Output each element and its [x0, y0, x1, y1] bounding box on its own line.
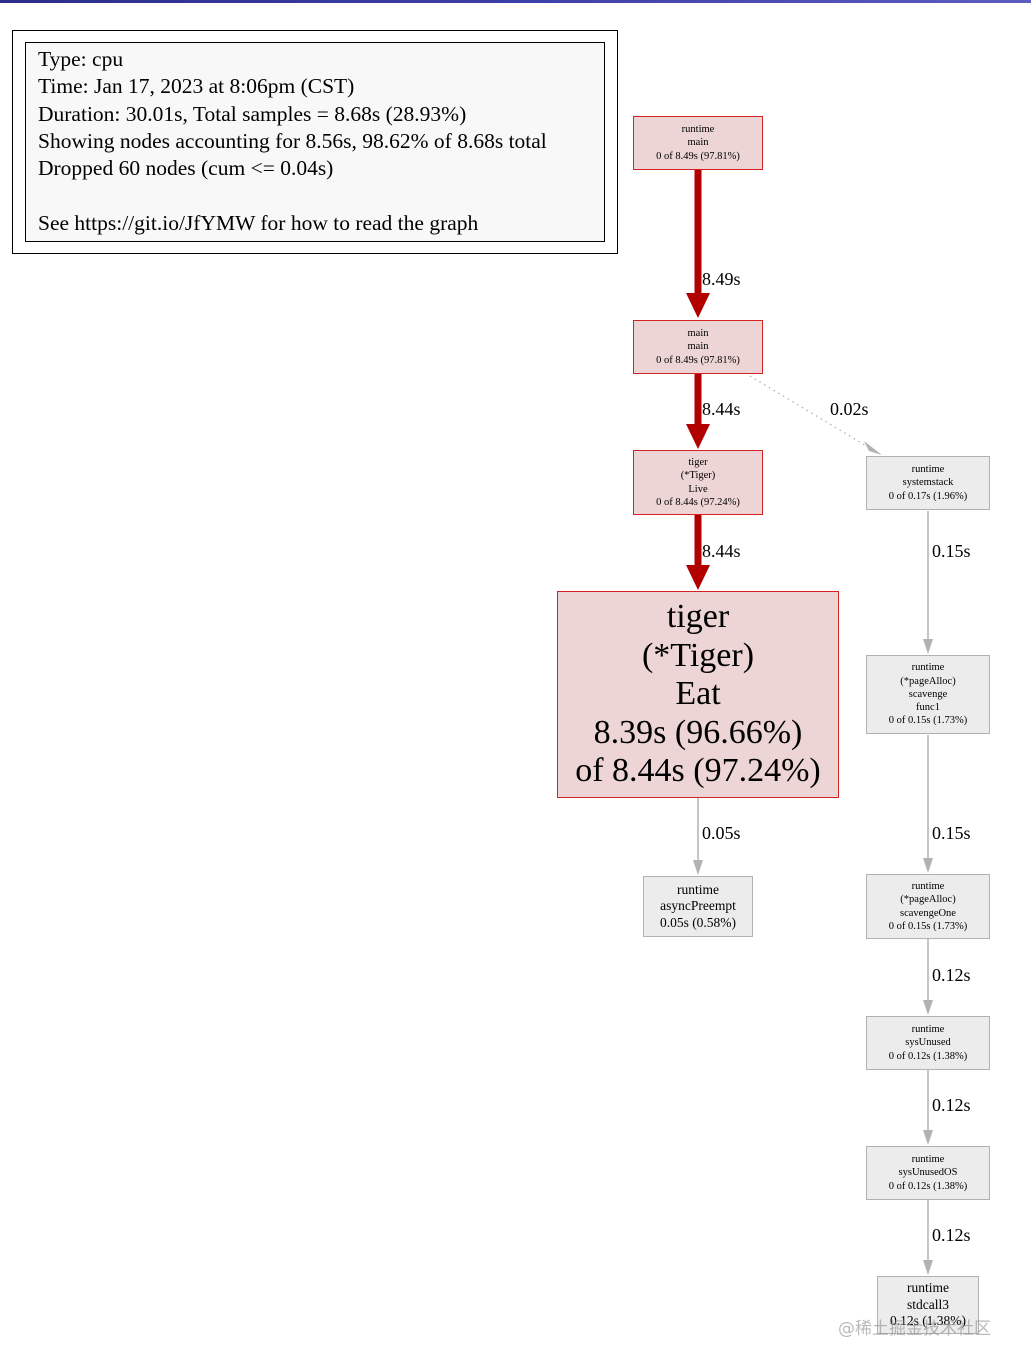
- node-function: Eat: [675, 675, 721, 713]
- legend-line-type: Type: cpu: [38, 47, 124, 71]
- node-function: scavenge: [908, 688, 948, 700]
- node-sys-unused-os[interactable]: runtime sysUnusedOS 0 of 0.12s (1.38%): [866, 1146, 990, 1200]
- node-cost: 0 of 0.15s (1.73%): [888, 715, 968, 727]
- node-scavenge-func1[interactable]: runtime (*pageAlloc) scavenge func1 0 of…: [866, 655, 990, 734]
- legend-line-dropped: Dropped 60 nodes (cum <= 0.04s): [38, 156, 334, 181]
- node-receiver: (*Tiger): [641, 636, 755, 674]
- edge-main-main-to-tiger-live[interactable]: [686, 374, 710, 449]
- edge-main-main-to-systemstack[interactable]: [749, 375, 882, 455]
- watermark: @稀土掘金技术社区: [838, 1319, 991, 1339]
- node-receiver: (*pageAlloc): [900, 675, 956, 687]
- node-stdcall3[interactable]: runtime stdcall3 0.12s (1.38%): [877, 1276, 979, 1334]
- legend-line-help-link[interactable]: See https://git.io/JfYMW for how to read…: [38, 210, 479, 235]
- edge-sys-unused-os-to-stdcall3[interactable]: [923, 1200, 933, 1275]
- edge-label-sys-unused-os-to-stdcall3: 0.12s: [932, 1225, 971, 1245]
- node-package: runtime: [911, 880, 945, 892]
- node-closure: func1: [916, 702, 940, 714]
- edge-scavenge-func1-to-scavenge-one[interactable]: [923, 735, 933, 873]
- node-package: runtime: [911, 662, 945, 674]
- node-scavenge-one[interactable]: runtime (*pageAlloc) scavengeOne 0 of 0.…: [866, 874, 990, 939]
- node-function: scavengeOne: [900, 907, 956, 919]
- node-function: main: [687, 137, 709, 149]
- node-package: runtime: [911, 464, 945, 476]
- node-async-preempt[interactable]: runtime asyncPreempt 0.05s (0.58%): [643, 876, 753, 937]
- node-function: systemstack: [902, 477, 954, 489]
- node-package: tiger: [666, 598, 730, 636]
- edge-systemstack-to-scavenge-func1[interactable]: [923, 511, 933, 654]
- node-function: Live: [688, 483, 708, 495]
- node-cost: 0 of 0.17s (1.96%): [888, 490, 968, 502]
- node-function: sysUnusedOS: [898, 1167, 958, 1179]
- edge-runtime-main-to-main-main[interactable]: [686, 170, 710, 318]
- node-cost: 0 of 8.49s (97.81%): [656, 354, 740, 366]
- node-receiver: (*pageAlloc): [900, 894, 956, 906]
- node-tiger-eat[interactable]: tiger (*Tiger) Eat 8.39s (96.66%) of 8.4…: [557, 591, 839, 798]
- node-function: main: [687, 341, 709, 353]
- node-receiver: (*Tiger): [680, 470, 716, 482]
- legend-box: Type: cpu Time: Jan 17, 2023 at 8:06pm (…: [25, 42, 605, 242]
- node-package: runtime: [911, 1024, 945, 1036]
- edge-label-scavenge-one-to-sys-unused: 0.12s: [932, 965, 971, 985]
- legend-line-showing: Showing nodes accounting for 8.56s, 98.6…: [38, 128, 547, 153]
- node-cum-cost: of 8.44s (97.24%): [575, 752, 821, 790]
- node-cost: 0 of 0.15s (1.73%): [888, 920, 968, 932]
- node-function: sysUnused: [905, 1037, 951, 1049]
- edge-label-scavenge-func1-to-scavenge-one: 0.15s: [932, 823, 971, 843]
- node-systemstack[interactable]: runtime systemstack 0 of 0.17s (1.96%): [866, 456, 990, 510]
- edge-sys-unused-to-sys-unused-os[interactable]: [923, 1070, 933, 1145]
- node-cost: 0 of 8.49s (97.81%): [656, 150, 740, 162]
- node-package: runtime: [681, 124, 715, 136]
- node-package: main: [687, 328, 709, 340]
- legend-line-blank: [38, 182, 604, 209]
- node-flat-cost: 8.39s (96.66%): [593, 713, 803, 751]
- edge-label-runtime-main-to-main-main: 8.49s: [702, 269, 741, 289]
- edge-label-sys-unused-to-sys-unused-os: 0.12s: [932, 1095, 971, 1115]
- node-function: stdcall3: [907, 1296, 949, 1312]
- node-sys-unused[interactable]: runtime sysUnused 0 of 0.12s (1.38%): [866, 1016, 990, 1070]
- top-accent-bar: [0, 0, 1031, 3]
- node-cost: 0.12s (1.38%): [889, 1313, 967, 1329]
- node-function: asyncPreempt: [660, 898, 736, 914]
- node-main-main[interactable]: main main 0 of 8.49s (97.81%): [633, 320, 763, 374]
- node-tiger-live[interactable]: tiger (*Tiger) Live 0 of 8.44s (97.24%): [633, 450, 763, 515]
- node-cost: 0 of 0.12s (1.38%): [888, 1180, 968, 1192]
- edge-label-tiger-live-to-tiger-eat: 8.44s: [702, 541, 741, 561]
- node-cost: 0 of 0.12s (1.38%): [888, 1050, 968, 1062]
- node-package: runtime: [911, 1154, 945, 1166]
- edge-tiger-eat-to-async-preempt[interactable]: [693, 798, 703, 875]
- edge-label-tiger-eat-to-async-preempt: 0.05s: [702, 823, 741, 843]
- edge-tiger-live-to-tiger-eat[interactable]: [686, 515, 710, 590]
- legend-line-duration: Duration: 30.01s, Total samples = 8.68s …: [38, 101, 467, 126]
- edge-label-main-main-to-systemstack: 0.02s: [830, 399, 869, 419]
- node-package: runtime: [677, 881, 719, 897]
- edge-label-main-main-to-tiger-live: 8.44s: [702, 399, 741, 419]
- node-runtime-main[interactable]: runtime main 0 of 8.49s (97.81%): [633, 116, 763, 170]
- legend-line-time: Time: Jan 17, 2023 at 8:06pm (CST): [38, 74, 355, 99]
- edge-scavenge-one-to-sys-unused[interactable]: [923, 939, 933, 1015]
- legend-frame: Type: cpu Time: Jan 17, 2023 at 8:06pm (…: [12, 30, 618, 254]
- node-package: tiger: [688, 456, 708, 468]
- edge-label-systemstack-to-scavenge-func1: 0.15s: [932, 541, 971, 561]
- node-package: runtime: [907, 1280, 949, 1296]
- node-cost: 0.05s (0.58%): [659, 914, 737, 930]
- node-cost: 0 of 8.44s (97.24%): [656, 496, 740, 508]
